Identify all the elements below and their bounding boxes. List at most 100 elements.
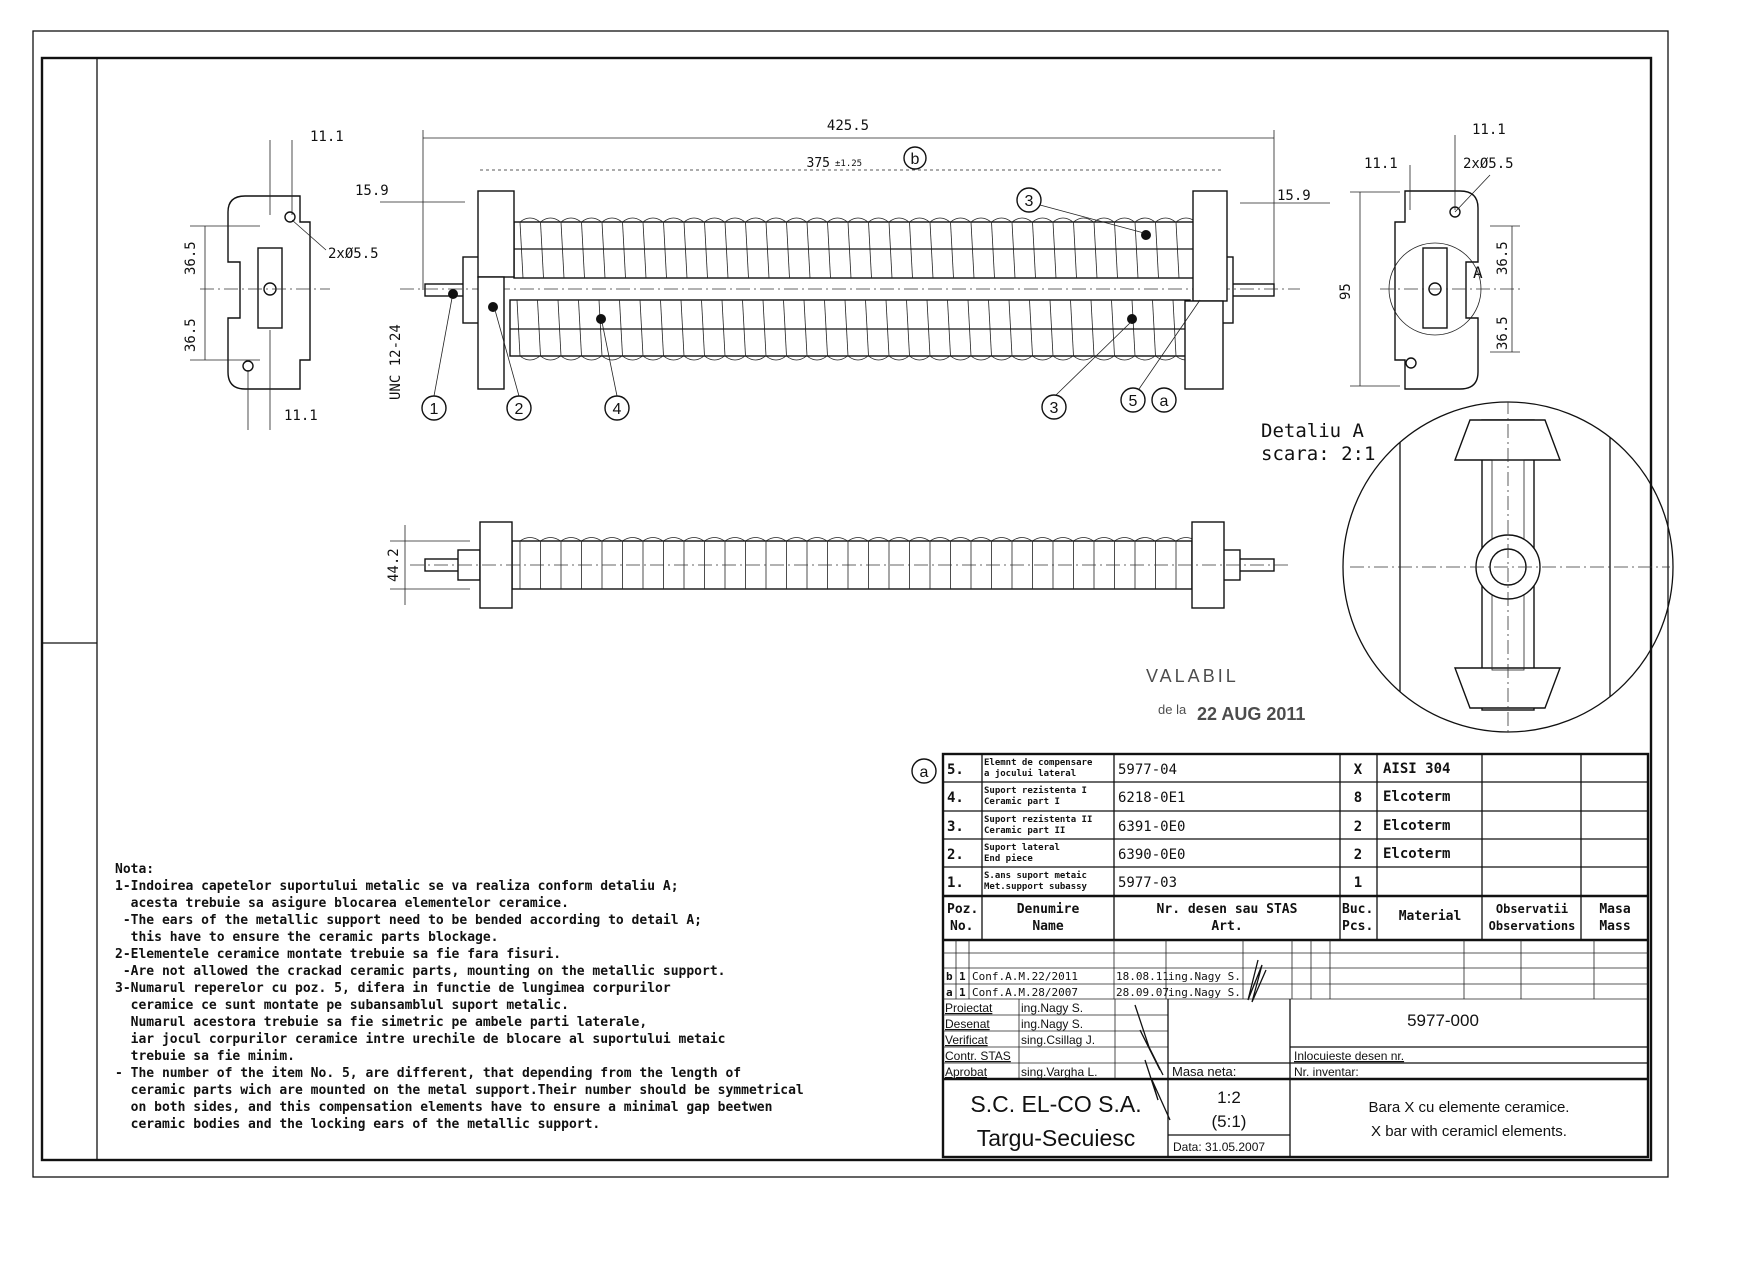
- part-name-ro: Elemnt de compensare: [984, 758, 1093, 768]
- rib-crest: [888, 355, 910, 361]
- rib-line: [909, 221, 913, 279]
- rib-crest: [1134, 217, 1156, 223]
- part-name-ro: S.ans suport metaic: [984, 870, 1087, 881]
- approval-name: ing.Nagy S.: [1021, 1001, 1083, 1015]
- rib-line: [560, 221, 565, 279]
- rib-crest: [540, 355, 561, 361]
- end-piece-right: [1192, 190, 1228, 302]
- rib-crest: [601, 217, 623, 223]
- header-material: Material: [1399, 909, 1462, 924]
- side-rib-crest: [929, 537, 951, 542]
- header-name: Name: [1032, 919, 1063, 934]
- end-piece-left: [477, 190, 515, 278]
- balloon-2-label: 2: [515, 401, 524, 418]
- rib-crest: [970, 217, 992, 223]
- rib-crest: [581, 355, 602, 361]
- title-english: X bar with ceramicl elements.: [1371, 1123, 1567, 1140]
- side-rib-crest: [847, 537, 869, 542]
- detail-a-scale: scara: 2:1: [1261, 443, 1375, 465]
- side-rib-crest: [765, 537, 787, 542]
- dim-thread: UNC 12-24: [388, 324, 404, 400]
- side-rib-crest: [683, 537, 705, 542]
- approval-role: Verificat: [945, 1033, 988, 1047]
- part-quantity: 2: [1354, 847, 1362, 863]
- rib-crest: [642, 355, 664, 361]
- rib-crest: [786, 355, 807, 361]
- front-view: 425.5 375 ±1.25 b 15.9 15.9 UNC 12-24: [355, 118, 1330, 421]
- rib-line: [1029, 299, 1033, 357]
- side-rib-crest: [581, 537, 602, 542]
- part-name-en: Ceramic part II: [984, 825, 1065, 836]
- notes-title: Nota:: [115, 862, 154, 877]
- side-rib-crest: [560, 537, 582, 542]
- validation-stamp: VALABIL de la 22 AUG 2011: [1146, 666, 1305, 724]
- rib-crest: [704, 355, 725, 361]
- rib-line: [598, 299, 603, 357]
- rib-crest: [724, 217, 746, 223]
- rib-line: [1070, 299, 1074, 357]
- rib-line: [947, 299, 951, 357]
- mass-label: Masa neta:: [1172, 1064, 1236, 1079]
- rib-crest: [1093, 355, 1115, 361]
- rib-line: [929, 221, 934, 279]
- rib-crest: [683, 217, 705, 223]
- approval-role: Proiectat: [945, 1001, 993, 1015]
- revision-author: ing.Nagy S.: [1168, 970, 1241, 983]
- header-pos: Poz.: [947, 902, 978, 917]
- dim-element-tolerance: ±1.25: [835, 159, 862, 169]
- dim-left-lower-half: 36.5: [183, 318, 199, 352]
- side-rib-crest: [663, 537, 684, 542]
- part-position: 1.: [947, 875, 964, 891]
- rib-crest: [560, 217, 582, 223]
- rib-crest: [929, 217, 951, 223]
- side-rib-crest: [970, 537, 992, 542]
- note-line: 3-Numarul reperelor cu poz. 5, difera in…: [115, 981, 671, 996]
- rib-line: [540, 221, 544, 279]
- rib-line: [762, 299, 767, 357]
- side-rib-crest: [1155, 537, 1176, 542]
- rib-line: [683, 221, 688, 279]
- balloon-3-bottom: [1041, 394, 1067, 420]
- side-rib-crest: [1134, 537, 1156, 542]
- rib-line: [824, 299, 828, 357]
- rib-crest: [909, 355, 930, 361]
- side-rib-crest: [868, 537, 889, 542]
- rib-line: [537, 299, 541, 357]
- rib-line: [519, 221, 524, 279]
- part-name-en: Ceramic part I: [984, 796, 1060, 807]
- side-rib-crest: [950, 537, 971, 542]
- drawing-number: 5977-000: [1407, 1011, 1479, 1030]
- rib-line: [803, 299, 808, 357]
- rib-line: [1073, 221, 1077, 279]
- note-line: 2-Elementele ceramice montate trebuie sa…: [115, 947, 561, 962]
- dim-right-end: 15.9: [1277, 188, 1311, 204]
- balloon-5: [1120, 387, 1146, 413]
- stamp-date: 22 AUG 2011: [1197, 704, 1305, 724]
- rib-line: [865, 299, 869, 357]
- revision-change: Conf.A.M.28/2007: [972, 986, 1078, 999]
- rib-line: [639, 299, 644, 357]
- inventory-label: Nr. inventar:: [1294, 1065, 1359, 1079]
- approval-name: sing.Vargha L.: [1021, 1065, 1098, 1079]
- side-ceramic-ribs: [519, 537, 1197, 589]
- balloon-3-top: [1016, 187, 1042, 213]
- rib-line: [906, 299, 910, 357]
- header-art: Art.: [1211, 919, 1242, 934]
- rib-line: [1049, 299, 1054, 357]
- rib-crest: [745, 355, 766, 361]
- note-line: 1-Indoirea capetelor suportului metalic …: [115, 879, 679, 894]
- note-line: -Are not allowed the crackad ceramic par…: [115, 964, 725, 979]
- part-drawing-number: 6391-0E0: [1118, 819, 1185, 835]
- rib-crest: [560, 355, 582, 361]
- rib-line: [663, 221, 667, 279]
- rib-crest: [601, 355, 623, 361]
- header-masa: Masa: [1599, 902, 1630, 917]
- part-position: 2.: [947, 847, 964, 863]
- rib-line: [765, 221, 770, 279]
- company-name: S.C. EL-CO S.A.: [970, 1091, 1141, 1117]
- header-buc: Buc.: [1342, 902, 1373, 917]
- balloon-3-top-label: 3: [1025, 193, 1034, 210]
- balloon-1: [421, 395, 447, 421]
- part-quantity: X: [1354, 762, 1363, 778]
